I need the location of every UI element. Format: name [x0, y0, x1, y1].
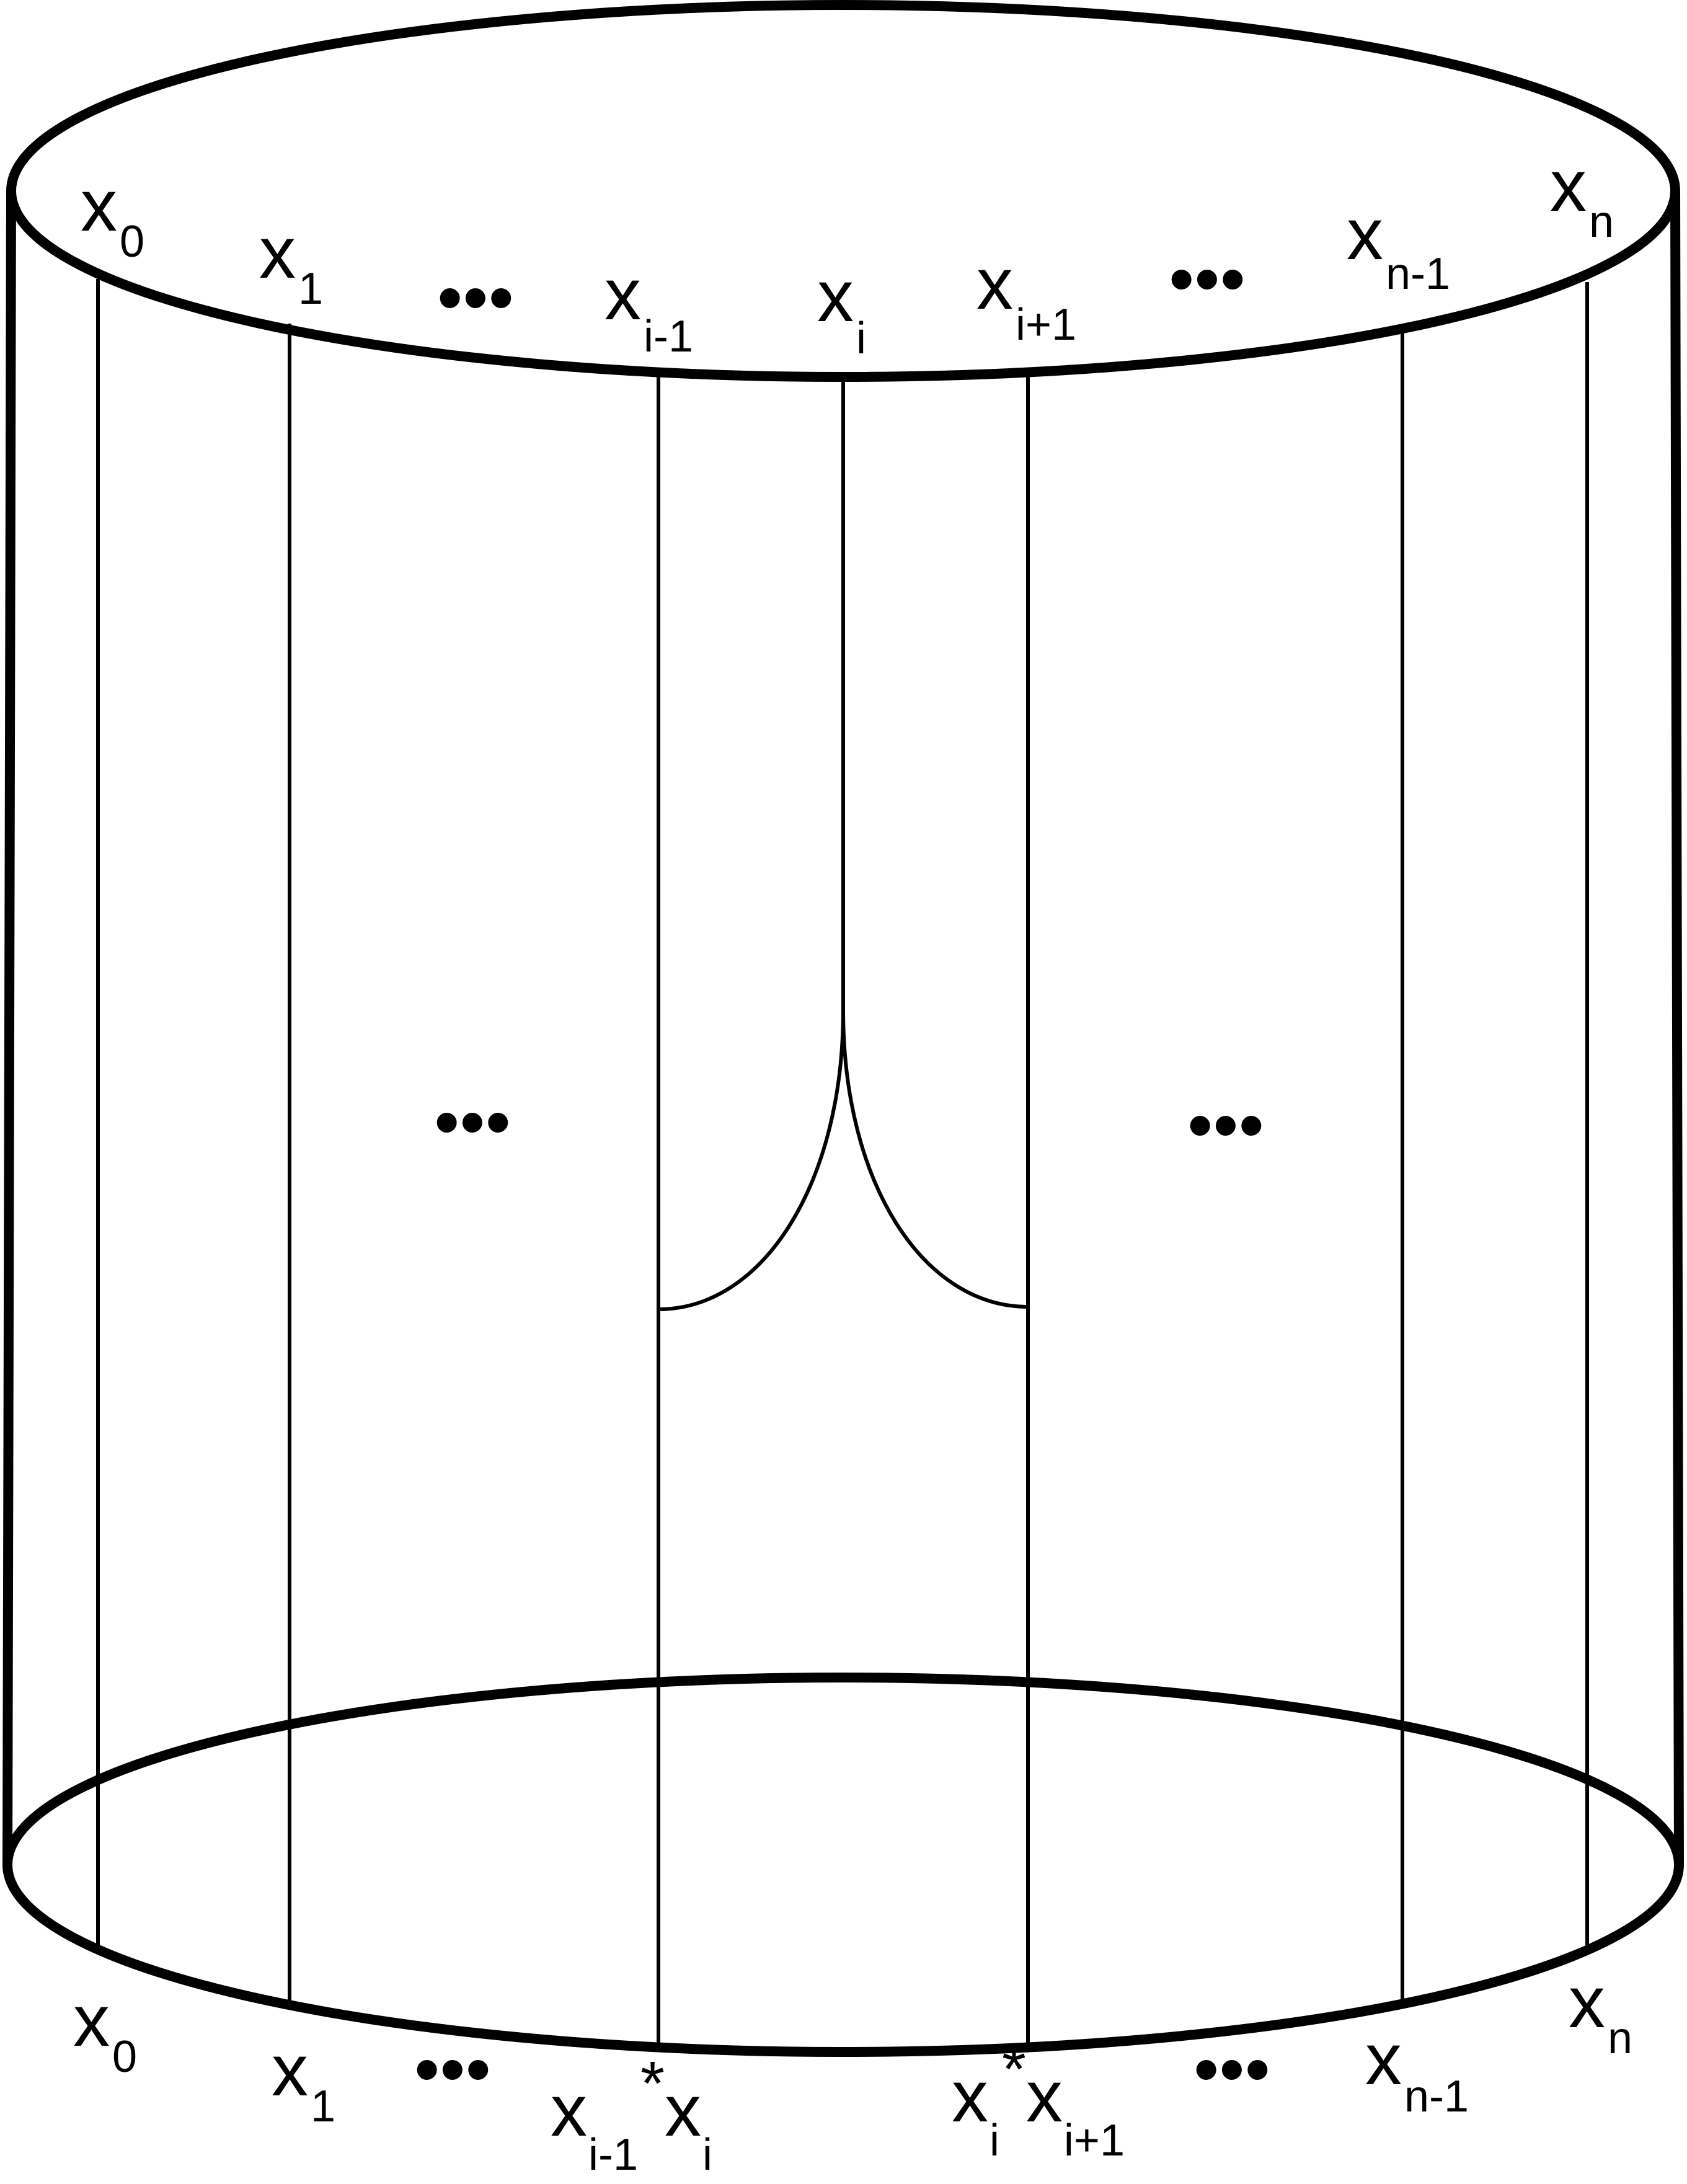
bottom-label-xi-1-star-xi: xi-1*xi [551, 2049, 712, 2180]
bottom-label-xi-star-xi+1: xi*xi+1 [952, 2035, 1125, 2165]
ellipsis-middle-right: ••• [1187, 1084, 1264, 1166]
ellipsis-top-left: ••• [437, 257, 514, 338]
merge-curve-right [841, 1010, 1029, 1309]
right-side-edge [1670, 190, 1684, 1865]
top-label-xi+1: xi+1 [976, 243, 1076, 350]
top-label-xn: xn [1550, 145, 1614, 247]
top-label-x1: x1 [259, 212, 323, 314]
top-label-xi-1: xi-1 [604, 254, 693, 361]
top-label-xn-1: xn-1 [1347, 193, 1450, 299]
bottom-label-x1: x1 [272, 2030, 335, 2131]
bottom-label-xn-1: xn-1 [1365, 2018, 1469, 2121]
ellipsis-bottom-left: ••• [414, 2028, 491, 2110]
merge-curve-left [658, 1010, 845, 1311]
bottom-label-x0: x0 [73, 1980, 137, 2082]
left-side-edge [2, 190, 16, 1865]
top-label-x0: x0 [81, 165, 144, 267]
ellipsis-middle-left: ••• [434, 1081, 511, 1163]
top-label-xi: xi [817, 255, 866, 363]
bottom-boundary-circle [2, 1673, 1684, 2057]
ellipsis-bottom-right: ••• [1193, 2028, 1270, 2110]
bottom-label-xn: xn [1569, 1961, 1632, 2063]
ellipsis-top-right: ••• [1169, 238, 1246, 320]
